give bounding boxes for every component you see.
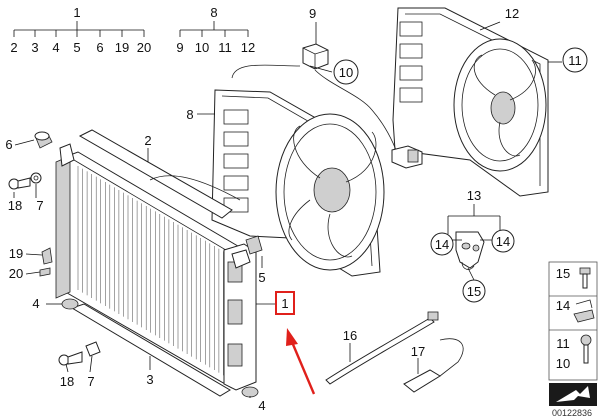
cable-connector — [391, 145, 423, 169]
screw-18-bottom — [58, 351, 83, 366]
catalog-number: 00122836 — [552, 408, 592, 418]
callouts: 9 10 12 11 8 6 2 18 7 19 20 5 4 1 13 14 … — [5, 6, 588, 413]
rubber-mount-4 — [61, 298, 79, 310]
legend-label: 14 — [556, 298, 570, 313]
catalog-corner: 00122836 — [549, 383, 597, 418]
red-arrow — [286, 328, 316, 395]
seal-strip-bottom — [70, 303, 231, 397]
tree-left-child: 19 — [115, 40, 129, 55]
callout-label: 10 — [339, 65, 353, 80]
callout-label: 18 — [8, 198, 22, 213]
clip-19 — [41, 247, 53, 265]
shroud-line — [149, 175, 241, 201]
tree-mid: 8 9 10 11 12 — [176, 5, 255, 55]
tree-left-child: 3 — [31, 40, 38, 55]
callout-label: 13 — [467, 188, 481, 203]
radiator-fins — [77, 166, 229, 378]
fan-relay — [302, 43, 329, 70]
seal-strip-top — [78, 129, 233, 219]
tree-left-child: 20 — [137, 40, 151, 55]
cable-clip-17 — [403, 338, 464, 393]
callout-label: 11 — [568, 53, 582, 68]
callout-label: 16 — [343, 328, 357, 343]
tree-mid-child: 11 — [218, 40, 232, 55]
fan-cable — [231, 64, 397, 151]
callout-label: 4 — [32, 296, 39, 311]
highlight-box — [275, 291, 295, 315]
callout-label: 4 — [258, 398, 265, 413]
callout-label: 14 — [496, 234, 510, 249]
legend-label: 11 — [556, 336, 570, 351]
hardware-legend: 15 14 11 10 — [548, 261, 598, 381]
callout-label: 8 — [186, 107, 193, 122]
callout-label: 19 — [9, 246, 23, 261]
cable-tie-16 — [325, 317, 435, 385]
tree-left-child: 4 — [52, 40, 59, 55]
tree-left-child: 5 — [73, 40, 80, 55]
leader-lines — [13, 21, 562, 398]
tree-left-child: 2 — [10, 40, 17, 55]
legend-label: 10 — [556, 356, 570, 371]
screw-18-top — [8, 177, 31, 190]
callout-label: 14 — [435, 237, 449, 252]
front-fan-shroud — [211, 89, 385, 277]
screw-icon — [580, 334, 592, 364]
callout-label: 9 — [309, 6, 316, 21]
radiator — [55, 143, 257, 391]
bushing-5 — [245, 235, 263, 255]
bolt-20 — [39, 267, 51, 277]
callout-label: 17 — [411, 344, 425, 359]
legend-label: 15 — [556, 266, 570, 281]
rubber-mount-4b — [241, 386, 259, 398]
sleeve-7-bottom — [85, 341, 101, 357]
nut-7-top — [30, 172, 42, 184]
callout-label-highlight: 1 — [281, 296, 288, 311]
callout-label: 20 — [9, 266, 23, 281]
callout-label: 18 — [60, 374, 74, 389]
clip-icon — [573, 299, 595, 323]
callout-label: 2 — [144, 133, 151, 148]
callout-label: 12 — [505, 6, 519, 21]
tree-mid-child: 12 — [241, 40, 255, 55]
callout-label: 7 — [36, 198, 43, 213]
tree-mid-child: 9 — [176, 40, 183, 55]
tree-mid-root: 8 — [210, 5, 217, 20]
fan-bracket — [455, 231, 485, 270]
tree-left-root: 1 — [73, 5, 80, 20]
callout-label: 3 — [146, 372, 153, 387]
callout-label: 5 — [258, 270, 265, 285]
tree-mid-child: 10 — [195, 40, 209, 55]
tree-left-child: 6 — [96, 40, 103, 55]
bolt-icon — [579, 267, 591, 289]
tree-left: 1 2 3 4 5 6 19 20 — [10, 5, 151, 55]
callout-label: 7 — [87, 374, 94, 389]
rubber-mount-6 — [34, 131, 53, 149]
rear-fan-shroud — [392, 7, 549, 197]
callout-label: 6 — [5, 137, 12, 152]
callout-label: 15 — [467, 284, 481, 299]
